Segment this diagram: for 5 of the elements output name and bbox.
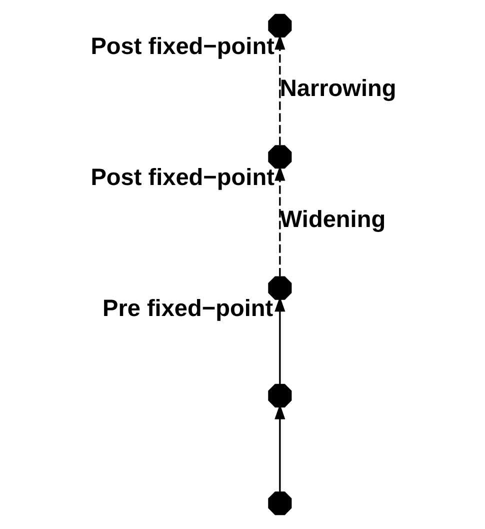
edge-label: Narrowing [280,74,396,101]
node-label: Post fixed−point [90,32,274,59]
node-label: Post fixed−point [90,164,274,190]
edge-label: Widening [280,206,386,232]
node-label: Pre fixed−point [102,295,274,322]
